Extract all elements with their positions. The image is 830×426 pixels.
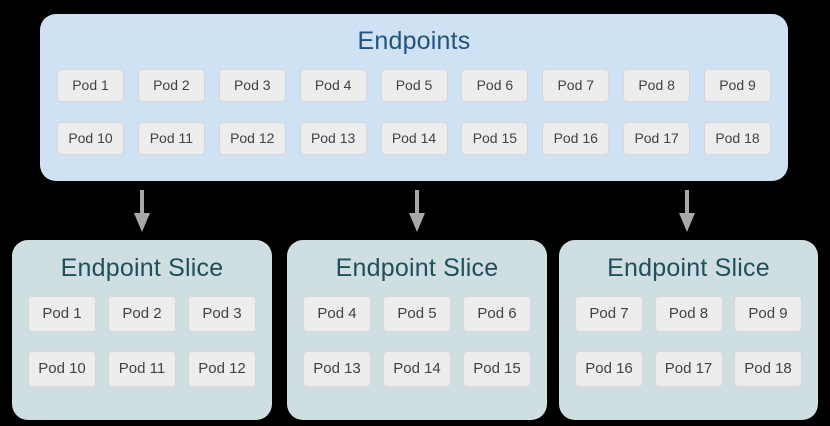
- pod: Pod 2: [137, 69, 205, 102]
- pod: Pod 9: [704, 69, 771, 102]
- pod: Pod 10: [57, 122, 124, 155]
- slice-pod-row-1: Pod 4 Pod 5 Pod 6: [303, 296, 531, 332]
- pod: Pod 1: [57, 69, 124, 102]
- arrow-down-icon: [678, 190, 696, 233]
- pod: Pod 7: [575, 296, 643, 332]
- pod: Pod 3: [218, 69, 286, 102]
- pod: Pod 8: [623, 69, 691, 102]
- arrow-stem: [140, 190, 144, 213]
- arrow-down-icon: [133, 190, 151, 233]
- pod: Pod 10: [28, 351, 96, 387]
- pod: Pod 4: [303, 296, 371, 332]
- pod: Pod 17: [654, 351, 723, 387]
- endpoint-slice-title: Endpoint Slice: [335, 254, 499, 282]
- pod: Pod 12: [188, 351, 256, 387]
- pod: Pod 18: [704, 122, 771, 155]
- pod: Pod 3: [188, 296, 256, 332]
- arrow-down-icon: [408, 190, 426, 233]
- pod: Pod 7: [542, 69, 610, 102]
- pod: Pod 14: [380, 122, 448, 155]
- pod: Pod 16: [542, 122, 610, 155]
- pod: Pod 15: [461, 122, 529, 155]
- endpoint-slice-box-1: Endpoint Slice Pod 1 Pod 2 Pod 3 Pod 10 …: [12, 240, 272, 420]
- endpoint-slice-box-3: Endpoint Slice Pod 7 Pod 8 Pod 9 Pod 16 …: [559, 240, 818, 420]
- endpoints-box: Endpoints Pod 1 Pod 2 Pod 3 Pod 4 Pod 5 …: [40, 14, 788, 181]
- arrow-head: [134, 213, 150, 232]
- pod: Pod 14: [383, 351, 451, 387]
- pod: Pod 13: [299, 122, 367, 155]
- pod: Pod 15: [463, 351, 531, 387]
- slice-pod-row-1: Pod 7 Pod 8 Pod 9: [575, 296, 802, 332]
- slice-pod-row-2: Pod 13 Pod 14 Pod 15: [303, 351, 531, 387]
- pod: Pod 13: [303, 351, 371, 387]
- endpoint-slice-box-2: Endpoint Slice Pod 4 Pod 5 Pod 6 Pod 13 …: [287, 240, 547, 420]
- pod: Pod 8: [654, 296, 723, 332]
- arrow-stem: [415, 190, 419, 213]
- pod: Pod 17: [623, 122, 691, 155]
- pod: Pod 18: [734, 351, 802, 387]
- pod: Pod 6: [461, 69, 529, 102]
- pod: Pod 5: [383, 296, 451, 332]
- pod: Pod 12: [218, 122, 286, 155]
- endpoints-title: Endpoints: [357, 27, 471, 55]
- arrow-head: [679, 213, 695, 232]
- slice-pod-row-2: Pod 16 Pod 17 Pod 18: [575, 351, 802, 387]
- pod: Pod 9: [734, 296, 802, 332]
- endpoint-slice-title: Endpoint Slice: [607, 254, 770, 282]
- endpoints-pod-row-1: Pod 1 Pod 2 Pod 3 Pod 4 Pod 5 Pod 6 Pod …: [57, 69, 771, 102]
- endpoint-slice-title: Endpoint Slice: [60, 254, 224, 282]
- pod: Pod 2: [108, 296, 176, 332]
- pod: Pod 4: [299, 69, 367, 102]
- pod: Pod 11: [137, 122, 205, 155]
- pod: Pod 5: [380, 69, 448, 102]
- pod: Pod 6: [463, 296, 531, 332]
- slice-pod-row-1: Pod 1 Pod 2 Pod 3: [28, 296, 256, 332]
- endpoints-pod-row-2: Pod 10 Pod 11 Pod 12 Pod 13 Pod 14 Pod 1…: [57, 122, 771, 155]
- slice-pod-row-2: Pod 10 Pod 11 Pod 12: [28, 351, 256, 387]
- arrow-head: [409, 213, 425, 232]
- arrow-stem: [685, 190, 689, 213]
- pod: Pod 11: [108, 351, 176, 387]
- pod: Pod 1: [28, 296, 96, 332]
- pod: Pod 16: [575, 351, 643, 387]
